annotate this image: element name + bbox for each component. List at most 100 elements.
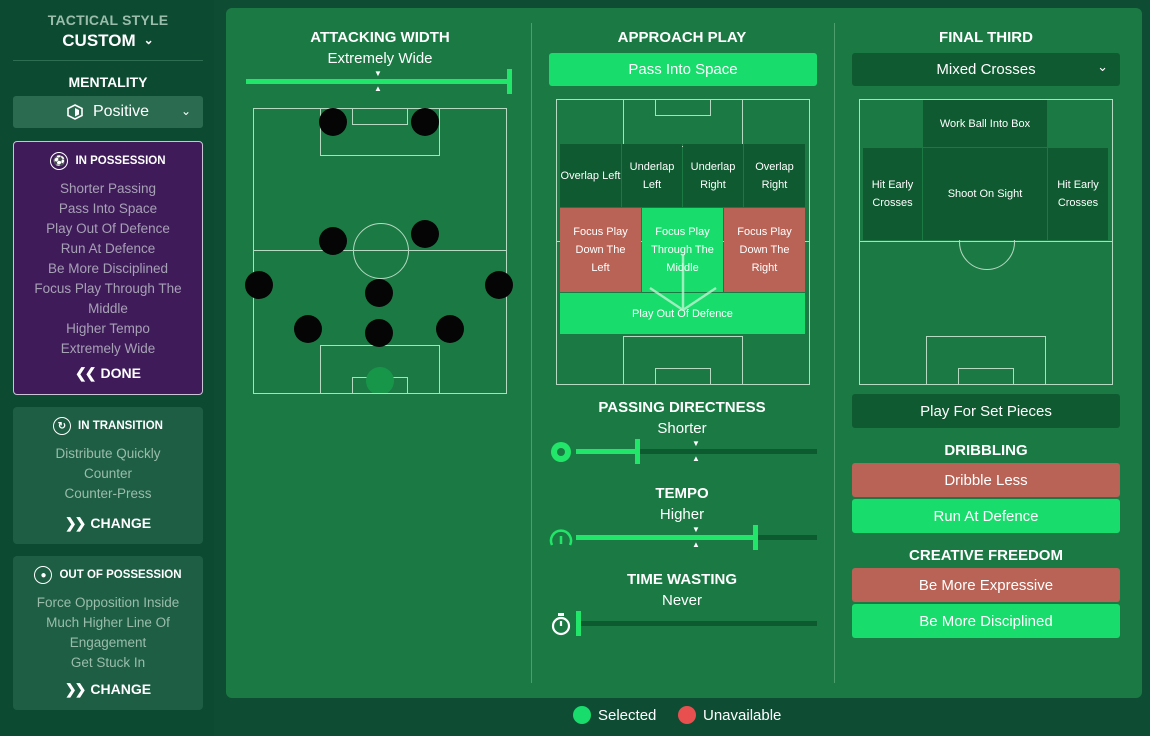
instruction-item: Counter-Press xyxy=(64,486,152,501)
ball-icon xyxy=(551,442,571,462)
dribble-less-button[interactable]: Dribble Less xyxy=(852,463,1120,497)
instruction-item: Extremely Wide xyxy=(60,341,156,356)
hit-early-crosses-right-zone[interactable]: Hit Early Crosses xyxy=(1048,148,1108,240)
overlap-right-zone[interactable]: Overlap Right xyxy=(744,144,805,207)
focus-right-zone[interactable]: Focus Play Down The Right xyxy=(724,208,805,292)
tactics-panel: ATTACKING WIDTH Extremely Wide ▼ ▲ APPRO… xyxy=(226,8,1142,698)
legend-unavailable: Unavailable xyxy=(678,706,781,724)
instruction-item: Higher Tempo xyxy=(66,321,150,336)
final-third-value: Mixed Crosses xyxy=(936,61,1036,78)
approach-play-title: APPROACH PLAY xyxy=(617,29,747,46)
defence-icon: ● xyxy=(34,566,53,584)
player-marker[interactable] xyxy=(294,315,322,343)
transition-icon: ↻ xyxy=(53,417,71,435)
attacking-width-slider[interactable]: ▼ ▲ xyxy=(246,69,512,94)
player-marker[interactable] xyxy=(319,108,347,136)
mentality-value: Positive xyxy=(92,103,150,120)
passing-directness-title: PASSING DIRECTNESS xyxy=(598,399,766,416)
change-label: CHANGE xyxy=(90,681,152,697)
default-marker-icon: ▲ xyxy=(692,540,700,549)
ball-icon: ⚽ xyxy=(50,152,69,170)
dribbling-title: DRIBBLING xyxy=(944,442,1028,459)
player-marker[interactable] xyxy=(485,271,513,299)
focus-left-zone[interactable]: Focus Play Down The Left xyxy=(560,208,641,292)
mentality-label: MENTALITY xyxy=(68,74,148,90)
be-more-disciplined-button[interactable]: Be More Disciplined xyxy=(852,604,1120,638)
mentality-dropdown[interactable]: Positive ⌄ xyxy=(13,96,203,128)
instruction-item: Counter xyxy=(83,466,133,481)
pass-into-space-button[interactable]: Pass Into Space xyxy=(549,53,817,86)
penalty-box xyxy=(926,336,1046,384)
slider-handle[interactable] xyxy=(635,439,640,464)
instruction-item: Distribute Quickly xyxy=(55,446,161,461)
run-at-defence-button[interactable]: Run At Defence xyxy=(852,499,1120,533)
instruction-item: Pass Into Space xyxy=(58,201,158,216)
tempo-title: TEMPO xyxy=(655,485,709,502)
slider-handle[interactable] xyxy=(753,525,758,550)
penalty-box xyxy=(320,109,440,156)
player-marker[interactable] xyxy=(411,108,439,136)
done-button[interactable]: ❮❮DONE xyxy=(14,365,202,382)
legend-unavailable-label: Unavailable xyxy=(703,706,782,724)
in-transition-title: IN TRANSITION xyxy=(78,420,163,432)
overlap-left-zone[interactable]: Overlap Left xyxy=(560,144,621,207)
instruction-item: Shorter Passing xyxy=(59,181,157,196)
unavailable-dot-icon xyxy=(678,706,696,724)
selected-dot-icon xyxy=(573,706,591,724)
player-marker[interactable] xyxy=(436,315,464,343)
time-wasting-title: TIME WASTING xyxy=(627,571,737,588)
change-label: CHANGE xyxy=(90,515,152,531)
double-chevron-left-icon: ❮❮ xyxy=(75,365,97,381)
player-marker[interactable] xyxy=(245,271,273,299)
speedometer-icon xyxy=(549,529,573,546)
tactical-style-value: CUSTOM xyxy=(62,31,136,50)
instruction-item: Get Stuck In xyxy=(70,655,146,670)
out-of-possession-title: OUT OF POSSESSION xyxy=(59,569,182,581)
legend-selected: Selected xyxy=(573,706,656,724)
goal-area xyxy=(655,368,711,384)
divider xyxy=(834,23,835,683)
attacking-width-title: ATTACKING WIDTH xyxy=(310,29,450,46)
slider-fill xyxy=(246,79,510,84)
goal-area xyxy=(958,368,1014,384)
slider-handle[interactable] xyxy=(507,69,512,94)
work-ball-into-box-zone[interactable]: Work Ball Into Box xyxy=(923,100,1047,147)
be-more-expressive-button[interactable]: Be More Expressive xyxy=(852,568,1120,602)
final-third-dropdown[interactable]: Mixed Crosses ⌄ xyxy=(852,53,1120,86)
transition-change-button[interactable]: ❯❯CHANGE xyxy=(13,515,203,532)
goal-area xyxy=(655,100,711,116)
attacking-width-value: Extremely Wide xyxy=(327,50,433,67)
out-of-possession-panel[interactable]: ● OUT OF POSSESSION Force Opposition Insi… xyxy=(13,556,203,710)
set-pieces-button[interactable]: Play For Set Pieces xyxy=(852,394,1120,428)
legend-selected-label: Selected xyxy=(598,706,657,724)
chevron-down-icon: ⌄ xyxy=(180,104,191,118)
slider-handle[interactable] xyxy=(576,611,581,636)
instruction-item: Run At Defence xyxy=(60,241,156,256)
underlap-left-zone[interactable]: Underlap Left xyxy=(622,144,682,207)
default-marker-icon: ▲ xyxy=(692,454,700,463)
divider xyxy=(13,60,203,61)
passing-directness-slider[interactable]: ▼ ▲ xyxy=(576,439,817,464)
stopwatch-icon xyxy=(551,613,571,636)
player-marker[interactable] xyxy=(319,227,347,255)
tactical-style-label: TACTICAL STYLE xyxy=(47,12,169,28)
in-possession-title: IN POSSESSION xyxy=(75,155,166,167)
hit-early-crosses-left-zone[interactable]: Hit Early Crosses xyxy=(863,148,922,240)
player-marker[interactable] xyxy=(411,220,439,248)
underlap-right-zone[interactable]: Underlap Right xyxy=(683,144,743,207)
mentality-cube-icon xyxy=(67,104,83,120)
tempo-slider[interactable]: ▼ ▲ xyxy=(576,525,817,550)
shoot-on-sight-zone[interactable]: Shoot On Sight xyxy=(923,148,1047,240)
player-marker[interactable] xyxy=(365,279,393,307)
double-chevron-right-icon: ❯❯ xyxy=(64,515,87,531)
double-chevron-right-icon: ❯❯ xyxy=(64,681,87,697)
tactical-style-dropdown[interactable]: CUSTOM⌄ xyxy=(13,31,203,51)
player-marker[interactable] xyxy=(365,319,393,347)
time-wasting-slider[interactable] xyxy=(576,611,817,636)
oop-change-button[interactable]: ❯❯CHANGE xyxy=(13,681,203,698)
